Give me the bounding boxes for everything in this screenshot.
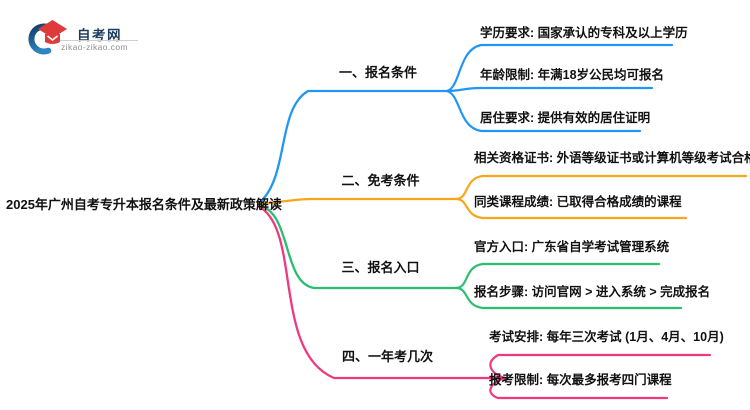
branch-3-child-1-curve <box>454 262 661 290</box>
branch-2-child-2-curve <box>454 197 688 220</box>
branch-3-label: 三、报名入口 <box>341 260 420 275</box>
branch-4-main-curve <box>256 204 507 380</box>
logo-domain: zikao-zikao.com <box>61 42 128 52</box>
graduation-cap-icon <box>38 20 67 44</box>
branch-2-child-1: 相关资格证书: 外语等级证书或计算机等级考试合格证 <box>474 151 750 165</box>
branch-2-child-2: 同类课程成绩: 已取得合格成绩的课程 <box>474 195 682 209</box>
branch-1-child-1-curve <box>445 43 674 93</box>
branch-1-label: 一、报名条件 <box>338 65 417 80</box>
logo-icon <box>28 20 67 55</box>
branch-2-child-1-curve <box>454 174 748 201</box>
branch-1-child-1: 学历要求: 国家承认的专科及以上学历 <box>480 26 688 40</box>
branch-4-child-2-curve <box>489 376 669 400</box>
branch-3-child-2-curve <box>454 286 683 310</box>
branch-1-child-3-curve <box>445 89 642 133</box>
branch-4-label: 四、一年考几次 <box>341 349 433 364</box>
branch-4-child-1-curve <box>489 353 712 380</box>
branch-3-child-2: 报名步骤: 访问官网 > 进入系统 > 完成报名 <box>474 285 711 299</box>
logo-divider <box>60 40 138 41</box>
branch-2-label: 二、免考条件 <box>341 173 420 188</box>
branch-2-main-curve <box>256 197 458 206</box>
branch-4-child-2: 报考限制: 每次最多报考四门课程 <box>489 373 672 387</box>
branch-3-main-curve <box>256 203 458 290</box>
branch-4-child-1: 考试安排: 每年三次考试 (1月、4月、10月) <box>489 330 724 344</box>
root-node: 2025年广州自考专升本报名条件及最新政策解读 <box>6 197 282 212</box>
logo: 自考网 zikao-zikao.com <box>0 0 190 64</box>
branch-1-main-curve <box>256 89 449 206</box>
branch-1-child-2: 年龄限制: 年满18岁公民均可报名 <box>480 68 665 82</box>
logo-title: 自考网 <box>77 28 122 43</box>
branch-1-child-2-curve <box>445 86 654 93</box>
branch-1-child-3: 居住要求: 提供有效的居住证明 <box>480 111 651 125</box>
branch-3-child-1: 官方入口: 广东省自学考试管理系统 <box>474 240 670 254</box>
